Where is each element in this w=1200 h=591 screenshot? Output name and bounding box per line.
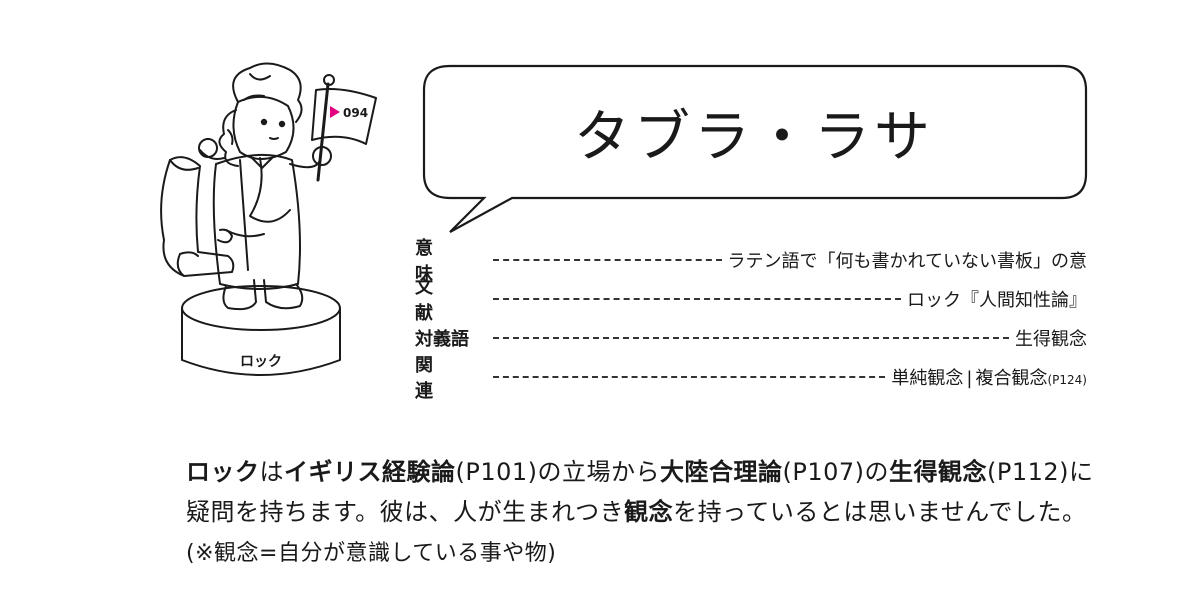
- info-row-antonym: 対義語 生得観念: [415, 318, 1087, 357]
- term-speech-bubble: タブラ・ラサ: [420, 64, 1088, 236]
- info-value-antonym: 生得観念: [1015, 328, 1087, 350]
- body-bold-continental-rationalism: 大陸合理論: [660, 458, 783, 486]
- flag-badge-number: 094: [343, 106, 368, 120]
- dotted-leader: [493, 336, 1009, 339]
- info-label-antonym: 対義語: [415, 328, 469, 350]
- body-text-span: を持っているとは思いませんでした。: [673, 498, 1087, 526]
- info-row-related: 関連 単純観念|複合観念(P124): [415, 355, 1087, 402]
- term-info-list: 意味 ラテン語で「何も書かれていない書板」の意 文献 ロック『人間知性論』 対義…: [415, 238, 1087, 402]
- related-term-complex-idea: 複合観念: [975, 367, 1048, 389]
- dotted-leader: [493, 297, 901, 300]
- info-value-meaning: ラテン語で「何も書かれていない書板」の意: [727, 250, 1087, 272]
- body-bold-innate-ideas: 生得観念: [889, 458, 988, 486]
- info-label-meaning: 意味: [415, 237, 452, 285]
- body-text-span: は: [259, 458, 284, 486]
- info-label-source: 文献: [415, 276, 452, 324]
- term-title: タブラ・ラサ: [574, 105, 934, 170]
- locke-statue-illustration: 094 ロック: [140, 40, 380, 410]
- body-text-span: (P112)に疑問を持ちます。彼は、人が生まれつき: [186, 458, 1094, 526]
- body-bold-british-empiricism: イギリス経験論: [284, 458, 456, 486]
- pedestal-label: ロック: [240, 354, 282, 370]
- locke-figure-svg: 094 ロック: [160, 62, 377, 376]
- info-row-meaning: 意味 ラテン語で「何も書かれていない書板」の意: [415, 238, 1087, 285]
- body-text-span: (P107)の: [782, 458, 890, 486]
- related-separator: |: [966, 367, 973, 389]
- dotted-leader: [493, 258, 722, 261]
- info-row-source: 文献 ロック『人間知性論』: [415, 277, 1087, 324]
- info-value-source: ロック『人間知性論』: [907, 289, 1087, 311]
- dotted-leader: [493, 375, 886, 378]
- body-note: (※観念=自分が意識している事や物): [186, 541, 557, 566]
- related-term-simple-idea: 単純観念: [891, 367, 964, 389]
- info-label-related: 関連: [415, 354, 452, 402]
- body-bold-locke: ロック: [186, 458, 260, 486]
- speech-bubble-outline: [422, 64, 1088, 233]
- body-text-span: (P101)の立場から: [455, 458, 661, 486]
- body-bold-idea: 観念: [624, 498, 674, 526]
- info-value-related: 単純観念|複合観念(P124): [891, 364, 1087, 390]
- explanation-paragraph: ロックはイギリス経験論(P101)の立場から大陸合理論(P107)の生得観念(P…: [186, 452, 1106, 574]
- play-triangle-icon: [330, 106, 340, 118]
- related-page-ref: (P124): [1047, 372, 1087, 387]
